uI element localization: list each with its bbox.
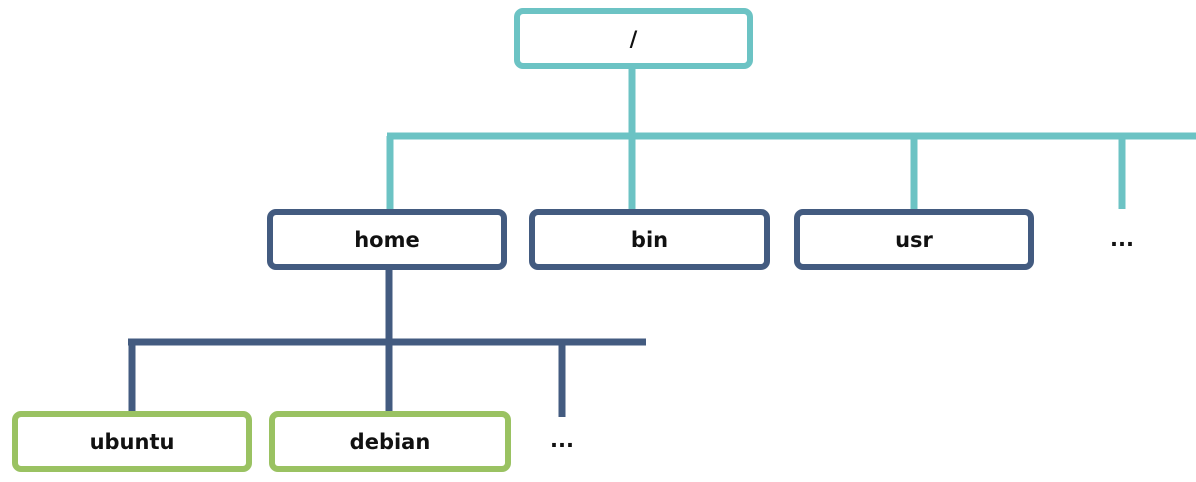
bin-directory-node: bin [529, 209, 770, 270]
debian-directory-node: debian [269, 411, 511, 472]
bin-directory-label: bin [630, 227, 669, 252]
home-directory-label: home [354, 227, 420, 252]
level2-more-ellipsis: ... [550, 428, 574, 452]
ubuntu-directory-label: ubuntu [89, 429, 175, 454]
debian-directory-label: debian [349, 429, 431, 454]
root-directory-label: / [629, 26, 638, 51]
home-directory-node: home [267, 209, 507, 270]
usr-directory-label: usr [895, 227, 933, 252]
level1-more-ellipsis: ... [1110, 227, 1134, 251]
root-directory-node: / [514, 8, 753, 69]
ubuntu-directory-node: ubuntu [12, 411, 252, 472]
usr-directory-node: usr [794, 209, 1034, 270]
